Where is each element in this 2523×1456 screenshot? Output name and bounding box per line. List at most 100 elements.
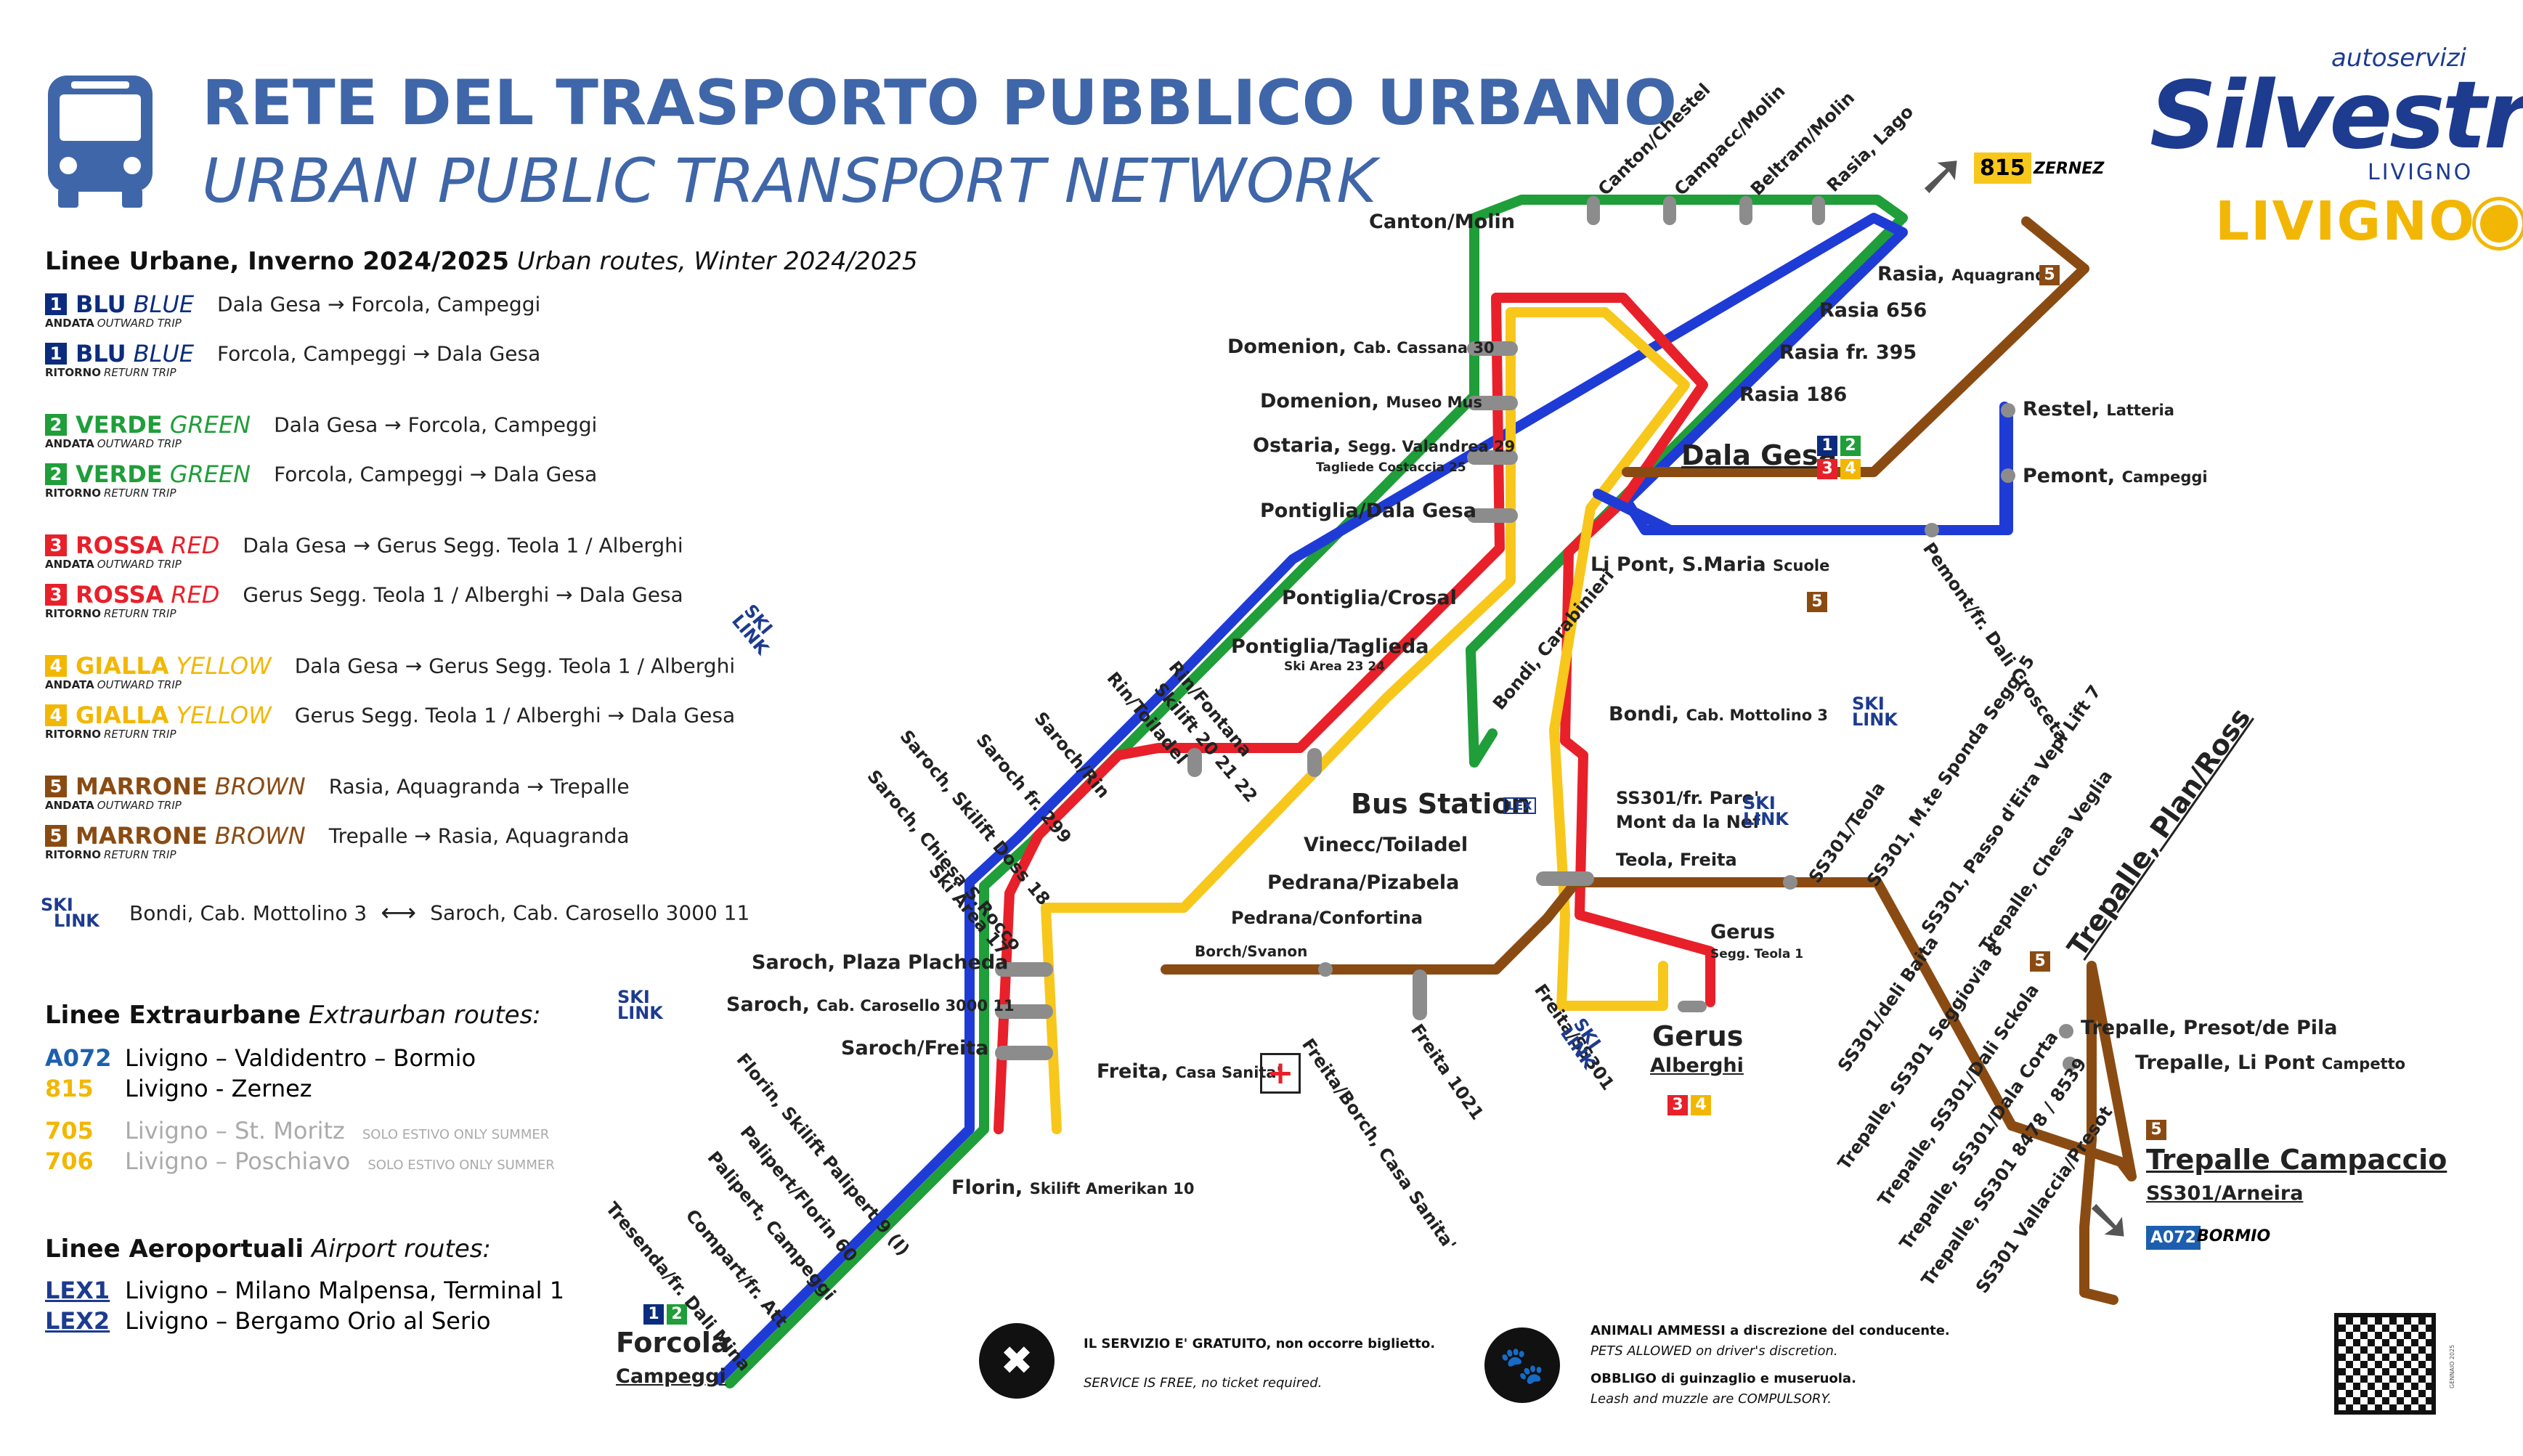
free-service-it: IL SERVIZIO E' GRATUITO, non occorre big… (1084, 1336, 1435, 1351)
route-direction-en: OUTWARD TRIP (97, 678, 182, 691)
stop-gerus-alberghi: Alberghi (1650, 1054, 1744, 1077)
domenion-cab-sub: Cab. Cassana 30 (1353, 339, 1495, 357)
page-subtitle: URBAN PUBLIC TRANSPORT NETWORK (202, 145, 1377, 216)
extraurban-code: A072 (45, 1044, 112, 1072)
route-direction-it: RITORNO (45, 728, 101, 741)
zernez-code: 815 (1974, 152, 2031, 184)
line-brown-north (1622, 216, 2089, 477)
skilink-top: SKI (41, 895, 73, 915)
route-name-en: YELLOW (176, 652, 272, 680)
stop-ss301-pare2: Mont da la Nef (1616, 812, 1760, 832)
stop-marker (1467, 396, 1518, 410)
brand-city: LIVIGNO (2368, 160, 2474, 185)
route-name: GIALLA (76, 652, 169, 680)
stop-marker (1925, 523, 1939, 537)
route-description: Trepalle → Rasia, Aquagranda (328, 823, 630, 848)
route-number-badge: 2 (45, 463, 67, 485)
dala-gesa-line-1: 1 (1817, 436, 1837, 456)
stop-florin: Florin, Skilift Amerikan 10 (951, 1176, 1194, 1199)
route-number-badge: 1 (45, 343, 67, 365)
stop-marker (1739, 196, 1752, 225)
stop-domenion-museo: Domenion, Museo Mus (1260, 390, 1482, 412)
stop-marker (2001, 403, 2015, 418)
pemont-sub: Campeggi (2121, 468, 2208, 486)
route-name-en: BROWN (214, 822, 306, 850)
campaccio-line-5: 5 (2146, 1120, 2166, 1140)
extraurban-title: Linee Extraurbane Extraurban routes: (45, 1001, 541, 1030)
route-direction-it: ANDATA (45, 437, 94, 450)
route-number-badge: 4 (45, 704, 67, 726)
route-direction-it: RITORNO (45, 848, 101, 861)
domenion-museo-sub: Museo Mus (1386, 394, 1483, 411)
stop-teola-freita: Teola, Freita (1616, 850, 1737, 870)
brand-name: Silvestri (2150, 62, 2523, 170)
route-description: Rasia, Aquagranda → Trepalle (328, 774, 630, 799)
airport-lex1: LEX1 Livigno – Milano Malpensa, Terminal… (45, 1277, 564, 1304)
bormio-label: BORMIO (2197, 1227, 2271, 1245)
stop-saroch-plaza: Saroch, Plaza Placheda (752, 951, 1009, 974)
stop-trepalle-lipont: Trepalle, Li Pont Campetto (2135, 1052, 2405, 1074)
route-description: Forcola, Campeggi → Dala Gesa (274, 462, 598, 487)
pemont-label: Pemont, (2023, 465, 2116, 487)
line-red (994, 293, 1715, 1134)
ostaria-sub1: Segg. Valandrea 29 (1347, 438, 1516, 455)
stop-marker (2001, 468, 2015, 483)
extraurban-code: 706 (45, 1147, 94, 1175)
route-description: Dala Gesa → Gerus Segg. Teola 1 / Alberg… (294, 654, 736, 678)
airport-title-it: Linee Aeroportuali (45, 1235, 304, 1264)
extraurban-desc: Livigno – St. Moritz (125, 1117, 345, 1144)
route-number-badge: 3 (45, 584, 67, 606)
route-number-badge: 1 (45, 293, 67, 315)
dala-gesa-line-2: 2 (1840, 436, 1861, 456)
li-pont-label: Li Pont, S.Maria (1590, 553, 1766, 576)
free-service-en: SERVICE IS FREE, no ticket required. (1084, 1375, 1322, 1391)
hospital-icon: + (1260, 1053, 1301, 1094)
rasia-line-5: 5 (2039, 265, 2060, 285)
stop-marker (1812, 196, 1825, 225)
stop-canton-molin: Canton/Molin (1369, 211, 1515, 233)
leash-it-text: OBBLIGO di guinzaglio e museruola. (1590, 1371, 1856, 1386)
route-number-badge: 2 (45, 414, 67, 436)
route-name: BLU (76, 290, 126, 318)
stop-pedrana-conf: Pedrana/Confortina (1231, 908, 1423, 928)
stop-marker (995, 1004, 1053, 1019)
stop-borch: Borch/Svanon (1195, 943, 1308, 960)
stop-bus-station: Bus Station (1351, 788, 1531, 820)
restel-sub: Latteria (2106, 402, 2174, 419)
extraurban-code: 705 (45, 1117, 94, 1144)
forcola-line-2: 2 (667, 1304, 687, 1325)
route-name: MARRONE (76, 773, 208, 800)
line-brown (1161, 877, 2137, 1305)
dala-gesa-line-4: 4 (1840, 459, 1861, 479)
stop-marker (1187, 748, 1202, 777)
stop-marker (2059, 1024, 2073, 1038)
stop-dala-gesa: Dala Gesa (1681, 439, 1837, 471)
trepalle-lipont-sub: Campetto (2321, 1055, 2406, 1073)
route-description: Dala Gesa → Gerus Segg. Teola 1 / Alberg… (243, 533, 683, 558)
free-ticket-icon: ✖ (979, 1323, 1055, 1399)
route-name-en: BLUE (133, 290, 195, 318)
dala-gesa-line-3: 3 (1817, 459, 1837, 479)
stop-gerus: Gerus (1652, 1020, 1744, 1052)
route-description: Dala Gesa → Forcola, Campeggi (274, 412, 598, 437)
skilink-from: Bondi, Cab. Mottolino 3 (129, 900, 367, 925)
gerus-teola-sub: Segg. Teola 1 (1710, 947, 1804, 961)
route-name-en: YELLOW (176, 701, 272, 729)
stop-rasia-aqua: Rasia, Aquagranda (1877, 263, 2056, 285)
pontiglia-tagl-sub: Ski Area 23 24 (1284, 659, 1385, 674)
stop-saroch-cab: Saroch, Cab. Carosello 3000 11 (726, 993, 1015, 1016)
route-number-badge: 5 (45, 776, 67, 797)
stop-rasia-186: Rasia 186 (1739, 383, 1848, 406)
stop-restel: Restel, Latteria (2023, 398, 2174, 420)
stop-domenion-cab: Domenion, Cab. Cassana 30 (1227, 335, 1495, 358)
